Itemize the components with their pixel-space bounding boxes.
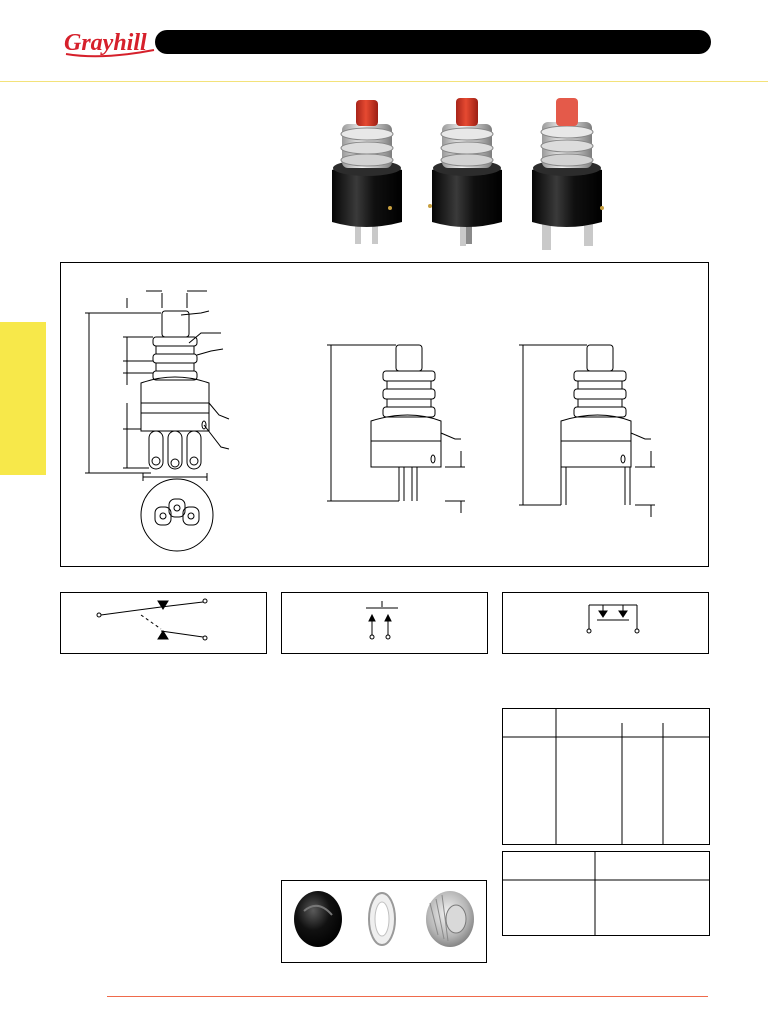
product-photo-1 (332, 100, 402, 244)
spec-table-grid (503, 709, 709, 844)
drawing-quick-connect (519, 344, 655, 517)
drawing-pc-terminal (327, 344, 465, 513)
spec-table-2 (502, 851, 710, 936)
schematic-spst (281, 592, 488, 654)
product-photos (332, 98, 604, 250)
grayhill-logo: Grayhill (62, 24, 158, 60)
header-divider (0, 81, 768, 82)
dimension-drawing-frame (60, 262, 709, 567)
footer-divider (107, 996, 708, 997)
accessories-box (281, 880, 487, 963)
logo-text: Grayhill (64, 30, 147, 56)
knob-cap-icon (294, 891, 342, 947)
header-bar (155, 30, 711, 54)
spec-table (502, 708, 710, 845)
momentary-switch-icon (586, 604, 640, 634)
drawing-solder-lug (85, 290, 230, 552)
washer-icon (368, 892, 396, 946)
section-tab (0, 322, 46, 475)
product-photo-2 (428, 98, 502, 246)
product-photo-3 (532, 98, 604, 250)
hex-nut-icon (426, 891, 474, 947)
dimension-drawings (85, 290, 655, 552)
spec-table-2-grid (503, 852, 709, 935)
schematic-spdt (60, 592, 267, 654)
spdt-switch-icon (96, 598, 208, 641)
spst-switch-icon (366, 601, 398, 640)
schematic-momentary (502, 592, 709, 654)
